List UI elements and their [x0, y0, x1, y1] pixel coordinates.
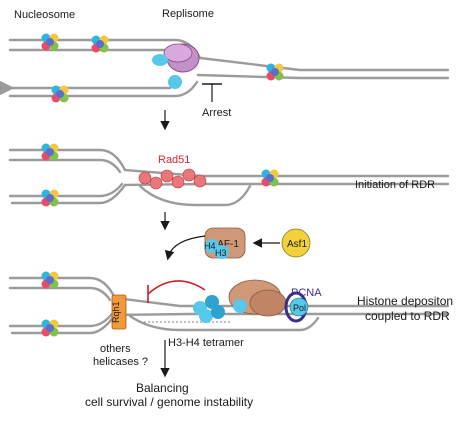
nucleosome-icon	[51, 85, 69, 103]
dna-p3-upper-2	[8, 286, 112, 302]
svg-text:Asf1: Asf1	[287, 239, 307, 250]
balancing-label-line2: cell survival / genome instability	[85, 395, 253, 409]
others-helicases-line2: helicases ?	[93, 356, 148, 368]
dna-p2-upper-2	[8, 158, 122, 174]
nucleosome-icon	[91, 35, 109, 53]
dna-p3-lower-1	[8, 312, 114, 328]
pcna-label: PCNA	[291, 287, 322, 299]
rqh1-helicase-icon: Rqh1	[111, 294, 127, 330]
histone-tetramer-icon	[193, 295, 225, 323]
nucleosome-icon	[41, 271, 59, 289]
rad51-label: Rad51	[158, 154, 190, 166]
dna-p2-lower-1	[8, 182, 124, 198]
nucleosome-icon	[41, 189, 59, 207]
replisome-label: Replisome	[162, 8, 214, 20]
arrest-symbol	[202, 83, 222, 102]
nucleosome-icon	[261, 169, 279, 187]
svg-text:Rqh1: Rqh1	[111, 301, 121, 323]
dna-p2-lower-2	[10, 183, 127, 205]
caf1-to-tetramer-arrow	[164, 235, 206, 261]
arrest-label: Arrest	[202, 107, 231, 119]
rad51-filament-icon	[138, 168, 207, 190]
others-helicases-line1: others	[100, 343, 131, 355]
asf1-icon: Asf1	[281, 228, 311, 258]
dna-p3-donor	[113, 312, 450, 317]
h3-label: H3	[215, 248, 227, 258]
replisome-icon	[152, 43, 200, 89]
dna-p2-upper-1	[8, 148, 450, 178]
rqh1-inhibition-symbol	[147, 280, 206, 303]
caf1-deposition-icon	[228, 279, 287, 317]
deposition-label-line1: Histone depositon	[357, 294, 453, 308]
deposition-label-line2: coupled to RDR	[365, 309, 450, 323]
nucleosome-label: Nucleosome	[14, 9, 75, 21]
dna-lower-lagging-1	[8, 80, 199, 98]
nucleosome-icon	[266, 63, 284, 81]
nucleosome-icon	[41, 319, 59, 337]
balancing-label-line1: Balancing	[136, 381, 189, 395]
svg-text:CAF-1: CAF-1	[210, 239, 239, 250]
dna-p2-dloop	[138, 184, 252, 207]
h4-label: H4	[204, 241, 216, 251]
histone-h3-h4-icon: H4 H3	[204, 239, 229, 259]
dna-upper-leading	[196, 73, 450, 80]
dna-upper-parental-1	[8, 38, 450, 72]
svg-text:Pol: Pol	[293, 303, 306, 313]
nucleosome-icon	[41, 33, 59, 51]
polymerase-icon: Pol	[289, 297, 309, 317]
dna-p3-extension	[128, 314, 320, 332]
nucleosome-icon	[41, 143, 59, 161]
tetramer-label: H3-H4 tetramer	[168, 337, 244, 349]
initiation-rdr-label: Initiation of RDR	[355, 179, 435, 191]
